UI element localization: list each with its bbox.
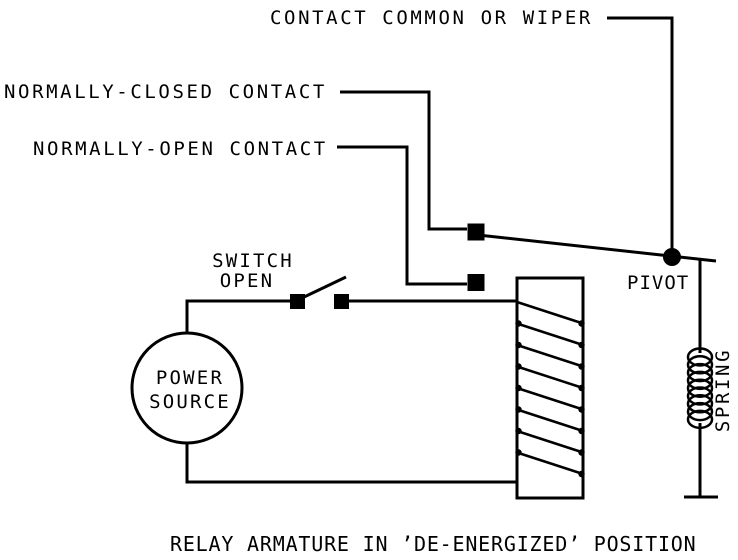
label-power-line2: SOURCE bbox=[149, 391, 231, 413]
coil-rectangle bbox=[515, 276, 585, 500]
wire-power-to-coil-bottom bbox=[185, 443, 517, 484]
no-contact-square bbox=[467, 274, 485, 291]
wire-switch-to-power-top bbox=[185, 299, 290, 333]
label-normally-closed-contact: NORMALLY-CLOSED CONTACT bbox=[4, 81, 327, 103]
label-switch-line1: SWITCH bbox=[212, 250, 294, 272]
diagram-caption: RELAY ARMATURE IN ’DE-ENERGIZED’ POSITIO… bbox=[170, 532, 696, 556]
power-source-circle bbox=[130, 331, 244, 445]
pivot-dot bbox=[663, 248, 681, 266]
switch-right-terminal-square bbox=[334, 294, 349, 309]
label-contact-common-or-wiper: CONTACT COMMON OR WIPER bbox=[270, 7, 593, 29]
label-power-line1: POWER bbox=[156, 367, 224, 389]
coil-winding-bumps bbox=[515, 320, 585, 478]
lead-line-common-wiper bbox=[607, 16, 674, 251]
switch-blade bbox=[301, 275, 347, 300]
switch-left-terminal-square bbox=[290, 294, 305, 309]
coil-windings bbox=[515, 300, 585, 478]
label-spring: SPRING bbox=[712, 348, 734, 432]
label-pivot: PIVOT bbox=[627, 272, 689, 294]
spring-coil bbox=[686, 347, 714, 430]
lead-line-normally-closed bbox=[340, 90, 467, 231]
nc-contact-square bbox=[467, 223, 485, 241]
lead-line-normally-open bbox=[337, 145, 467, 286]
label-normally-open-contact: NORMALLY-OPEN CONTACT bbox=[33, 138, 328, 160]
label-switch-line2: OPEN bbox=[220, 270, 275, 292]
